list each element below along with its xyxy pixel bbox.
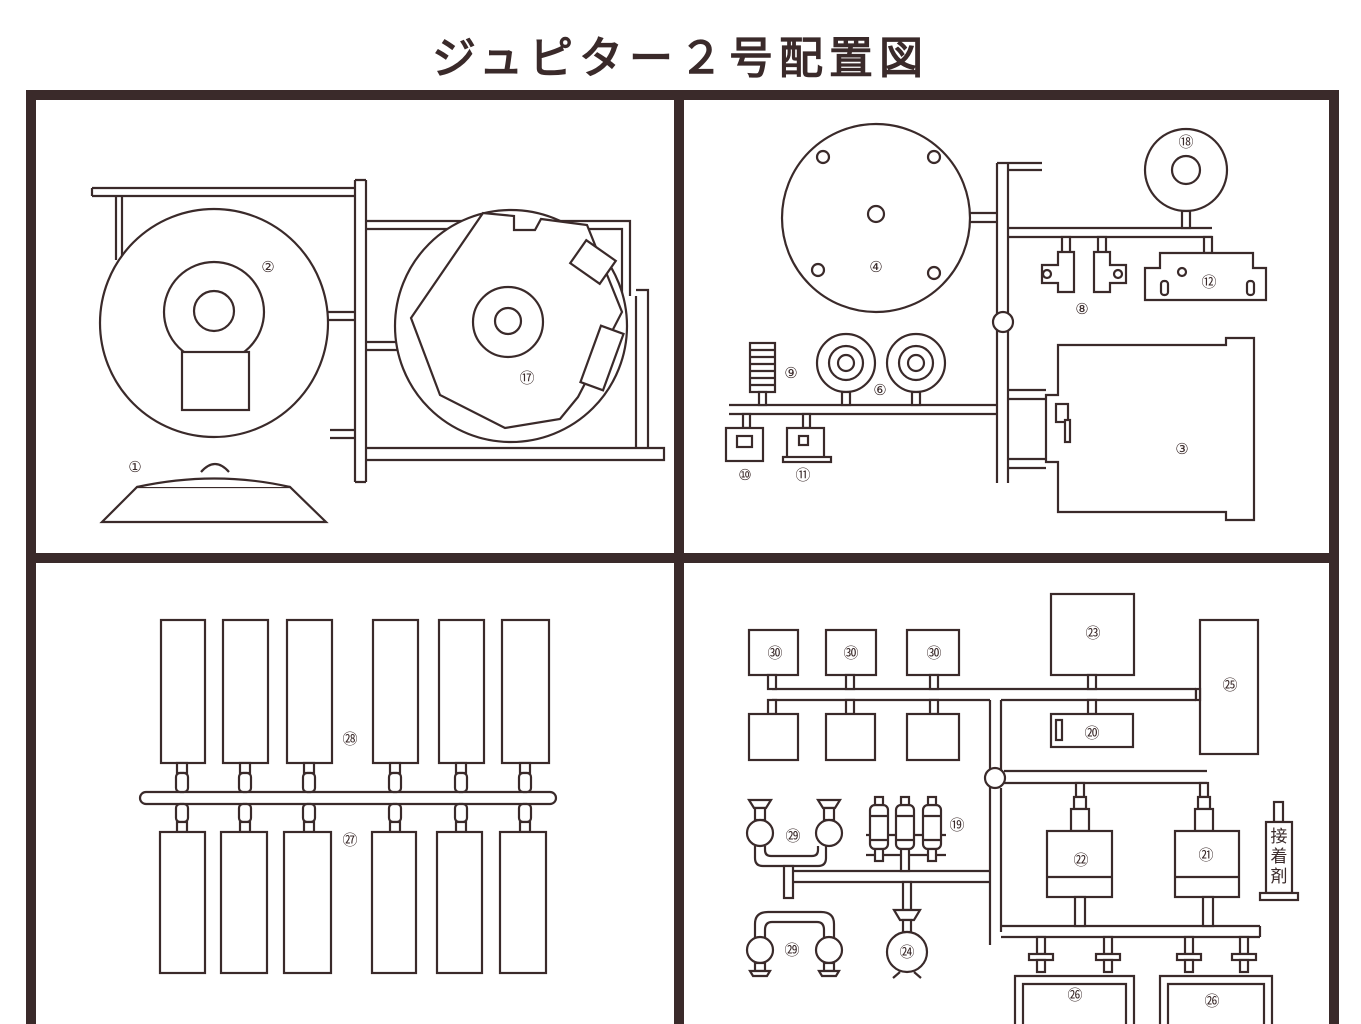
label-23: ㉓ (1085, 624, 1100, 642)
label-6: ⑥ (873, 381, 886, 399)
part-8: ⑧ (1040, 235, 1128, 318)
part-3: ③ (1044, 336, 1256, 522)
label-27: ㉗ (342, 831, 357, 849)
part-20: ⑳ (1049, 698, 1135, 749)
label-2: ② (261, 258, 274, 276)
label-21: ㉑ (1198, 846, 1213, 864)
panel-top-right: ④ ⑱ ⑧ ⑫ (724, 122, 1268, 522)
panel-bottom-right: ㉚ ㉚ ㉚ ㉓ ㉕ ⑳ (745, 592, 1300, 1024)
page-title: ジュピター２号配置図 (432, 33, 929, 84)
glue-char-3: 剤 (1271, 867, 1288, 887)
glue-char-2: 着 (1271, 847, 1288, 867)
label-17: ⑰ (519, 369, 534, 387)
label-11: ⑪ (795, 466, 810, 484)
part-22: ㉒ (1045, 781, 1114, 928)
label-20: ⑳ (1084, 724, 1099, 742)
label-22: ㉒ (1073, 851, 1088, 869)
label-29b: ㉙ (784, 941, 799, 959)
label-19: ⑲ (949, 816, 964, 834)
part-23: ㉓ (1049, 592, 1136, 691)
part-28-row: ㉘ (159, 618, 551, 794)
label-8: ⑧ (1075, 300, 1088, 318)
part-24: ㉔ (885, 880, 929, 979)
part-4: ④ (780, 122, 972, 314)
part-27-row: ㉗ (158, 802, 548, 975)
part-30: ㉚ ㉚ ㉚ (747, 628, 961, 762)
label-9: ⑨ (784, 364, 797, 382)
part-26: ㉖ ㉖ (1013, 935, 1274, 1024)
label-4: ④ (869, 258, 882, 276)
part-21: ㉑ (1173, 781, 1241, 928)
part-2: ② (98, 207, 330, 439)
label-1: ① (128, 458, 141, 476)
part-25: ㉕ (1194, 618, 1260, 756)
label-24: ㉔ (899, 943, 914, 961)
part-18: ⑱ (1143, 127, 1229, 230)
part-9: ⑨ (748, 341, 798, 407)
glue-char-1: 接 (1271, 827, 1288, 847)
label-26b: ㉖ (1204, 992, 1219, 1010)
part-11: ⑪ (781, 412, 833, 484)
glue-tube: 接 着 剤 (1258, 800, 1300, 902)
label-25: ㉕ (1222, 676, 1237, 694)
label-30b: ㉚ (843, 644, 858, 662)
label-18: ⑱ (1178, 133, 1193, 151)
label-26a: ㉖ (1067, 986, 1082, 1004)
part-17: ⑰ (393, 208, 629, 444)
part-12: ⑫ (1143, 235, 1268, 302)
panel-top-left: ② ⑰ ① (90, 178, 666, 524)
label-12: ⑫ (1201, 273, 1216, 291)
label-10: ⑩ (738, 466, 751, 484)
part-1: ① (99, 458, 329, 524)
part-29-lower: ㉙ (745, 910, 844, 978)
frame (26, 90, 1339, 1024)
part-6: ⑥ (815, 332, 947, 407)
panel-bottom-left: ㉘ ㉗ (138, 618, 558, 975)
label-3: ③ (1175, 440, 1188, 458)
label-29a: ㉙ (785, 827, 800, 845)
part-19: ⑲ (866, 795, 965, 873)
label-30c: ㉚ (926, 644, 941, 662)
label-30a: ㉚ (767, 644, 782, 662)
label-28: ㉘ (342, 730, 357, 748)
part-29-upper: ㉙ (745, 798, 844, 900)
part-10: ⑩ (724, 412, 765, 484)
